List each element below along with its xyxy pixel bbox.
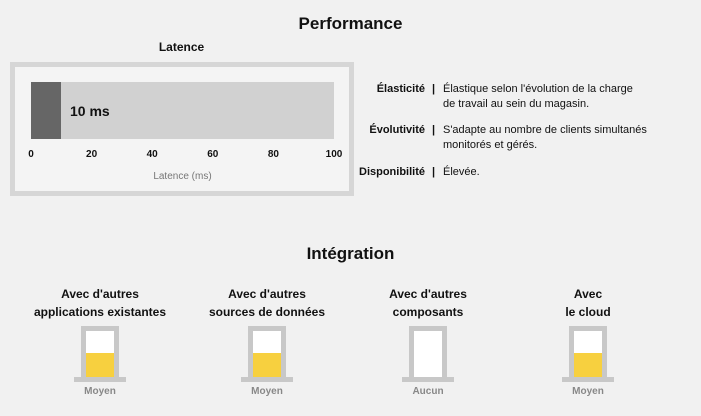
latency-value: 10 ms bbox=[70, 103, 110, 119]
icon-base bbox=[241, 377, 293, 382]
latency-bar-track bbox=[31, 82, 334, 139]
property-description-scalability: S'adapte au nombre de clients simultanés… bbox=[443, 123, 683, 153]
description-line: monitorés et gérés. bbox=[443, 139, 538, 151]
label-line: Avec d'autres bbox=[228, 287, 306, 301]
icon-level-fill bbox=[253, 353, 281, 380]
property-separator: | bbox=[432, 124, 436, 136]
property-separator: | bbox=[432, 83, 436, 95]
integration-item-label: Avec d'autres sources de données bbox=[192, 285, 342, 321]
latency-bar-fill bbox=[31, 82, 61, 139]
integration-item-applications: Avec d'autres applications existantes Mo… bbox=[25, 285, 175, 405]
latency-tick: 20 bbox=[86, 149, 98, 160]
latency-label: Latence bbox=[158, 40, 205, 54]
integration-item-data-sources: Avec d'autres sources de données Moyen bbox=[192, 285, 342, 405]
integration-item-label: Avec d'autres composants bbox=[353, 285, 503, 321]
description-line: de travail au sein du magasin. bbox=[443, 98, 590, 110]
latency-axis-title: Latence (ms) bbox=[153, 171, 212, 182]
integration-level: Aucun bbox=[412, 386, 444, 397]
integration-item-label: Avec d'autres applications existantes bbox=[25, 285, 175, 321]
description-line: Élevée. bbox=[443, 166, 480, 178]
window-gauge-icon bbox=[562, 326, 614, 382]
property-separator: | bbox=[432, 166, 436, 178]
window-gauge-icon bbox=[74, 326, 126, 382]
label-line: applications existantes bbox=[33, 305, 167, 319]
integration-level: Moyen bbox=[251, 386, 283, 397]
property-description-elasticity: Élastique selon l'évolution de la charge… bbox=[443, 82, 683, 112]
integration-title: Intégration bbox=[306, 244, 395, 263]
description-line: S'adapte au nombre de clients simultanés bbox=[443, 124, 647, 136]
icon-frame bbox=[409, 326, 447, 380]
label-line: composants bbox=[392, 305, 464, 319]
icon-base bbox=[74, 377, 126, 382]
property-description-availability: Élevée. bbox=[443, 165, 683, 180]
label-line: le cloud bbox=[565, 305, 611, 319]
integration-item-components: Avec d'autres composants Aucun bbox=[353, 285, 503, 405]
property-name-elasticity: Élasticité bbox=[376, 83, 425, 95]
performance-title: Performance bbox=[298, 14, 403, 33]
icon-level-fill bbox=[574, 353, 602, 380]
window-gauge-icon bbox=[241, 326, 293, 382]
latency-tick: 80 bbox=[267, 149, 279, 160]
icon-base bbox=[402, 377, 454, 382]
label-line: Avec bbox=[573, 287, 603, 301]
window-gauge-icon bbox=[402, 326, 454, 382]
latency-tick: 100 bbox=[325, 149, 343, 160]
integration-level: Moyen bbox=[572, 386, 604, 397]
label-line: sources de données bbox=[208, 305, 326, 319]
description-line: Élastique selon l'évolution de la charge bbox=[443, 83, 633, 95]
latency-tick: 0 bbox=[28, 149, 34, 160]
integration-item-label: Avec le cloud bbox=[513, 285, 663, 321]
property-name-scalability: Évolutivité bbox=[369, 124, 425, 136]
integration-item-cloud: Avec le cloud Moyen bbox=[513, 285, 663, 405]
property-name-availability: Disponibilité bbox=[359, 166, 425, 178]
integration-level: Moyen bbox=[84, 386, 116, 397]
icon-base bbox=[562, 377, 614, 382]
label-line: Avec d'autres bbox=[61, 287, 139, 301]
label-line: Avec d'autres bbox=[389, 287, 467, 301]
latency-tick: 40 bbox=[146, 149, 158, 160]
icon-level-fill bbox=[86, 353, 114, 380]
latency-tick: 60 bbox=[207, 149, 219, 160]
